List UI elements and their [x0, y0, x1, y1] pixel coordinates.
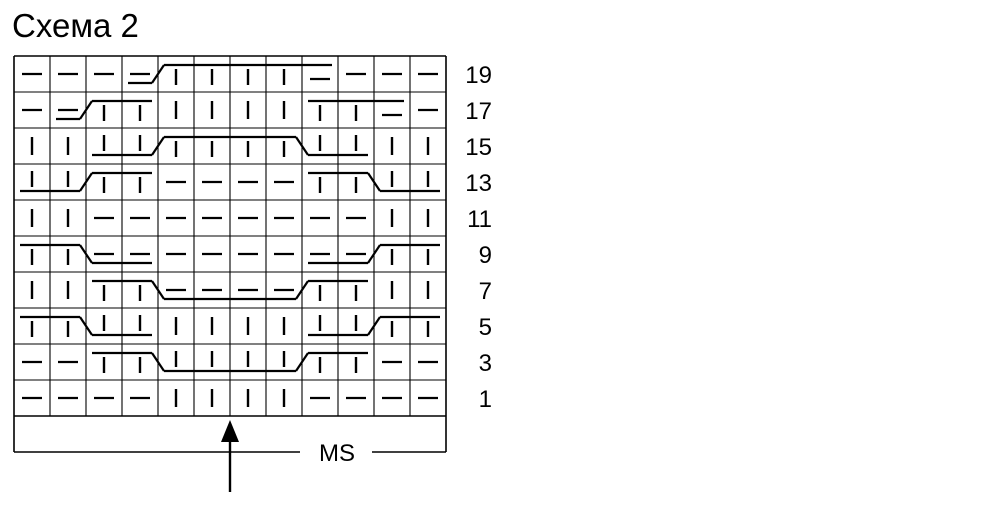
cable-diagonal — [79, 244, 93, 264]
row-label: 17 — [465, 98, 492, 125]
cable-diagonal — [367, 172, 381, 192]
cable-diagonal — [295, 136, 309, 156]
legend-area: MS — [13, 416, 447, 492]
row-label: 15 — [465, 134, 492, 161]
cable-diagonal — [151, 136, 165, 156]
chart-grid — [13, 55, 447, 417]
row-label: 9 — [479, 242, 492, 269]
cable-diagonal — [79, 316, 93, 336]
center-arrow-head — [221, 420, 239, 442]
ms-label: MS — [319, 440, 355, 467]
cable-diagonal — [79, 100, 93, 120]
row-label: 13 — [465, 170, 492, 197]
row-label: 7 — [479, 278, 492, 305]
cable-diagonal — [295, 352, 309, 372]
row-label: 19 — [465, 62, 492, 89]
cable-diagonal — [295, 280, 309, 300]
row-label: 5 — [479, 314, 492, 341]
row-labels: 19 17 15 13 11 9 7 5 3 1 — [465, 62, 492, 413]
cable-diagonal — [151, 352, 165, 372]
cable-diagonal — [79, 172, 93, 192]
cable-diagonal — [151, 280, 165, 300]
cable-diagonal — [367, 316, 381, 336]
stitch-symbols — [22, 69, 438, 407]
row-label: 1 — [479, 386, 492, 413]
row-label: 11 — [467, 206, 492, 233]
cable-lines — [20, 63, 440, 373]
cable-diagonal — [151, 64, 165, 84]
cable-diagonal — [367, 244, 381, 264]
row-label: 3 — [479, 350, 492, 377]
chart-title: Схема 2 — [12, 7, 139, 44]
